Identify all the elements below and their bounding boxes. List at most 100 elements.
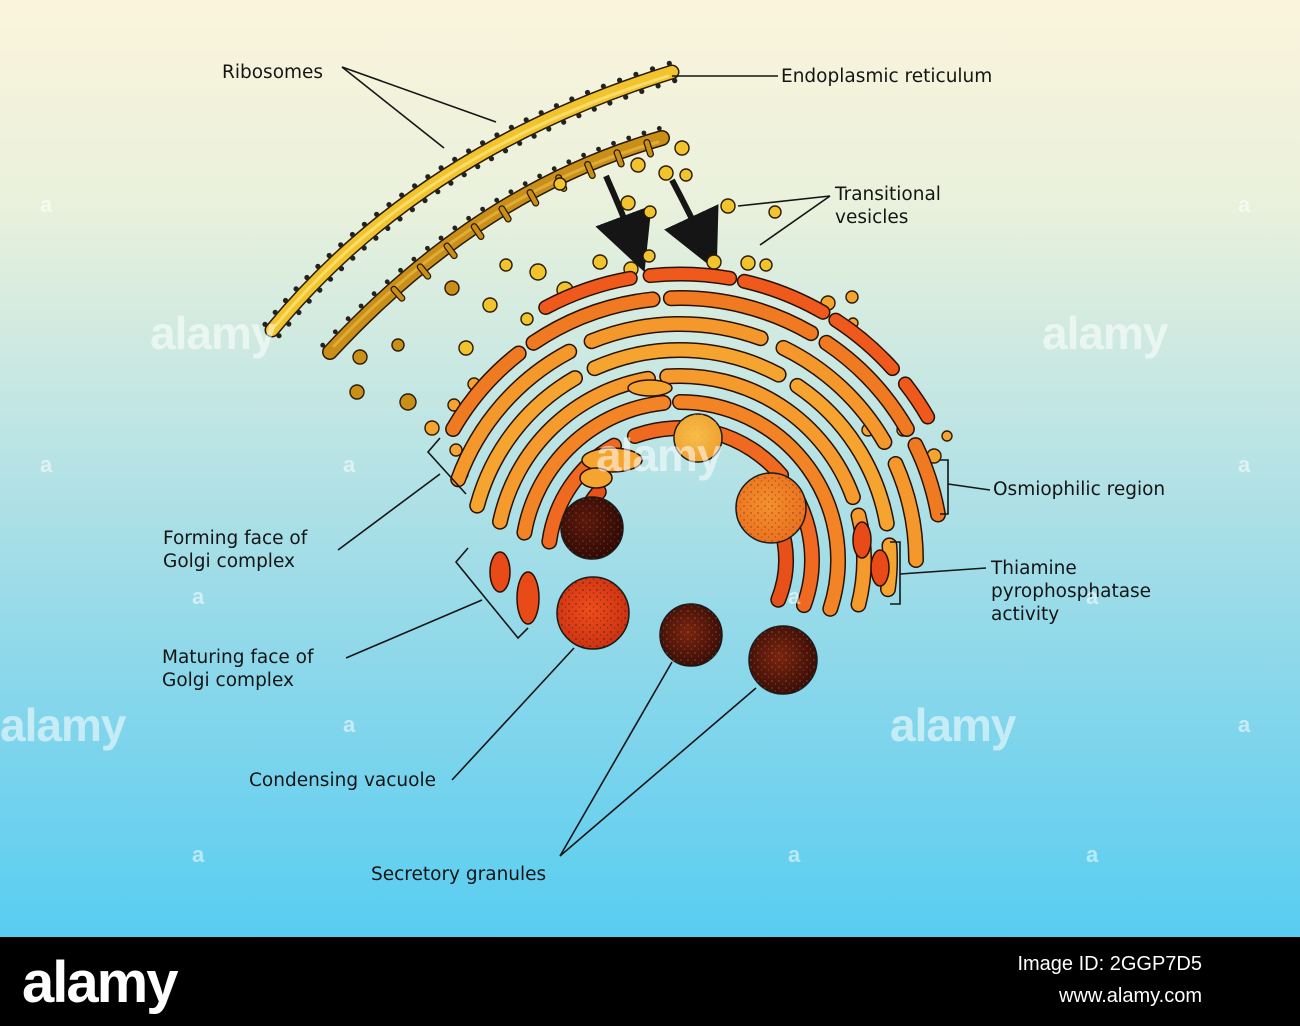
vesicle <box>424 420 440 436</box>
vesicle <box>499 258 513 272</box>
ribosome-dot <box>466 148 472 154</box>
cisterna <box>527 292 660 350</box>
vesicle <box>399 393 417 411</box>
er-bud <box>614 150 624 167</box>
ribosome-dot <box>522 181 528 187</box>
ribosome-dot <box>345 316 351 322</box>
ribosome-dot <box>349 231 355 238</box>
ribosome-dot <box>286 321 292 327</box>
golgi-diagram <box>262 60 991 857</box>
label-endoplasmic-reticulum: Endoplasmic reticulum <box>781 66 993 87</box>
ribosome-dot <box>425 245 430 251</box>
label-thiamine-line1: Thiamine <box>991 558 1077 579</box>
cisterna <box>470 371 582 513</box>
footer-url: www.alamy.com <box>1059 985 1202 1007</box>
ribosome-dot <box>480 206 485 212</box>
cisterna <box>446 347 526 436</box>
ribosome-dot <box>581 152 586 158</box>
watermark-mark: a <box>40 452 53 477</box>
footer-bar: alamy Image ID: 2GGP7D5 www.alamy.com <box>0 937 1300 1026</box>
label-maturing-face: Maturing face of Golgi complex <box>162 646 314 692</box>
label-transitional-vesicles: Transitional vesicles <box>835 183 941 229</box>
watermark-mark: a <box>1238 192 1251 217</box>
vesicle <box>706 254 722 270</box>
ribosome-dot <box>655 83 661 89</box>
cisterna-dilation <box>852 521 872 559</box>
cisterna-fragment <box>581 447 643 473</box>
ribosome-dot <box>412 183 418 189</box>
ribosome-dot <box>480 140 486 146</box>
er-bud <box>444 243 457 258</box>
ribosome-dot <box>566 159 572 165</box>
label-maturing-line2: Golgi complex <box>162 670 294 691</box>
granules <box>556 413 818 695</box>
vesicle <box>620 195 636 211</box>
label-forming-face: Forming face of Golgi complex <box>163 527 307 573</box>
watermark-mark: a <box>1086 584 1099 609</box>
ribosome-dot <box>546 126 552 132</box>
cisterna <box>493 372 655 529</box>
ribosome-dot <box>282 297 289 304</box>
ribosome-dot <box>315 263 321 269</box>
watermark-text: alamy <box>150 307 276 359</box>
ribosome-dots <box>262 60 678 339</box>
vesicle <box>642 249 656 263</box>
ribosome-dot <box>596 146 601 152</box>
ribosome-dot <box>517 140 523 146</box>
ribosome-dot <box>262 321 268 327</box>
vesicle <box>349 384 365 400</box>
ribosome-dot <box>551 166 557 172</box>
watermark-text: alamy <box>1042 307 1168 359</box>
ribosome-dot <box>591 106 597 112</box>
ribosome-dot <box>523 117 529 123</box>
vesicle <box>482 297 498 313</box>
ribosome-dot <box>435 189 441 195</box>
ribosome-dot <box>386 202 392 208</box>
cisterna-outline <box>789 377 895 532</box>
ribosome-dot <box>508 124 514 130</box>
watermark-mark: a <box>1086 842 1099 867</box>
ribosome-dot <box>494 132 500 138</box>
footer-logo: alamy <box>22 950 178 1015</box>
cisterna <box>820 336 914 436</box>
ribosome-dot <box>272 309 278 315</box>
vesicle <box>674 140 690 156</box>
vesicle <box>941 430 953 442</box>
cisterna <box>517 396 670 540</box>
ribosome-dot <box>531 133 537 139</box>
ribosome-dot <box>338 266 345 272</box>
ribosome-dot <box>438 235 444 241</box>
ribosome-dot <box>538 110 544 116</box>
label-thiamine: Thiamine pyrophosphatase activity <box>991 557 1151 626</box>
cisterna <box>673 395 845 616</box>
ribosome-dot <box>422 197 428 204</box>
vesicle <box>352 349 368 365</box>
ribosome-dot <box>397 216 403 222</box>
ribosome-dot <box>508 189 514 195</box>
leader-lines <box>337 66 991 857</box>
ribosome-dot <box>623 94 629 100</box>
vesicle <box>740 255 756 271</box>
cisterna <box>909 438 945 521</box>
ribosome-dot <box>576 113 582 119</box>
er-bud <box>499 206 511 222</box>
ribosome-dot <box>600 83 607 89</box>
ribosome-dot <box>494 197 500 203</box>
ribosome-dot <box>306 298 312 304</box>
ribosome-dot <box>656 125 662 131</box>
er-bud <box>417 264 431 279</box>
rough-er-inner <box>320 125 670 360</box>
ribosome-dot <box>466 215 471 221</box>
ribosome-dot <box>326 252 332 259</box>
ribosome-dot <box>276 333 282 339</box>
watermark-text: alamy <box>0 699 126 751</box>
cisterna <box>738 275 829 319</box>
ribosome-dot <box>502 148 509 154</box>
ribosome-dot <box>350 255 356 261</box>
ribosome-dot <box>304 274 310 281</box>
cisterna-dilation <box>489 551 511 593</box>
vesicle <box>449 443 463 457</box>
label-osmiophilic-region: Osmiophilic region <box>993 479 1166 500</box>
cisterna <box>889 457 923 567</box>
ribosome-dot <box>569 96 575 102</box>
